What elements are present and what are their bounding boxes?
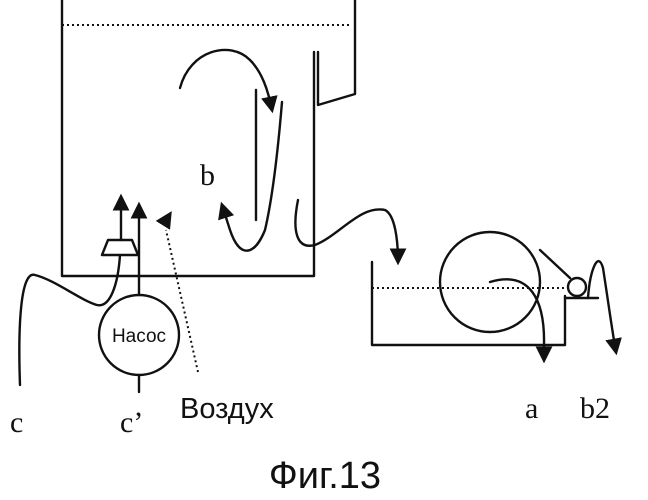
scraper [540,250,570,278]
label-b: b [200,159,215,192]
air-label: Воздух [180,393,274,425]
flow-arrow-a [490,279,544,360]
pump-label: Насос [112,326,166,347]
pipe-c [19,255,120,385]
overflow-flow-arrow [295,200,398,262]
flow-arrow-b2 [588,261,616,352]
label-c: c [10,406,23,439]
pump-system: Насос [19,197,198,392]
air-arrow [165,214,170,222]
figure-caption: Фиг.13 [269,455,381,497]
air-line [166,230,198,372]
roller [568,278,586,296]
flow-arrow-down [180,50,272,110]
label-b2: b2 [580,392,610,425]
nozzle [102,240,138,255]
main-tank [62,0,355,276]
label-a: a [525,392,538,425]
label-c-prime: c’ [120,406,143,439]
second-tank [372,232,616,360]
flow-arrow-b [222,102,282,251]
